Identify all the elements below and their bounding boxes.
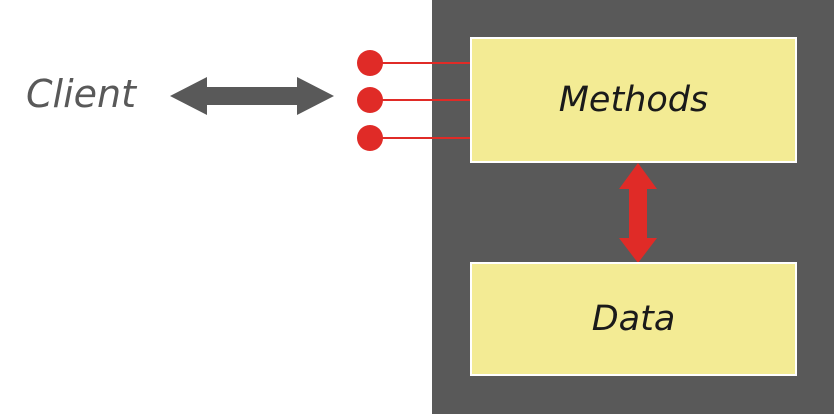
double-arrow-vertical-icon bbox=[619, 163, 657, 263]
dot-icon bbox=[357, 125, 383, 151]
methods-label: Methods bbox=[558, 80, 709, 120]
dot-icon bbox=[357, 87, 383, 113]
double-arrow-horizontal-icon bbox=[170, 77, 334, 115]
client-label: Client bbox=[26, 72, 137, 116]
data-box: Data bbox=[470, 262, 797, 376]
data-label: Data bbox=[591, 299, 676, 339]
dot-icon bbox=[357, 50, 383, 76]
methods-box: Methods bbox=[470, 37, 797, 163]
